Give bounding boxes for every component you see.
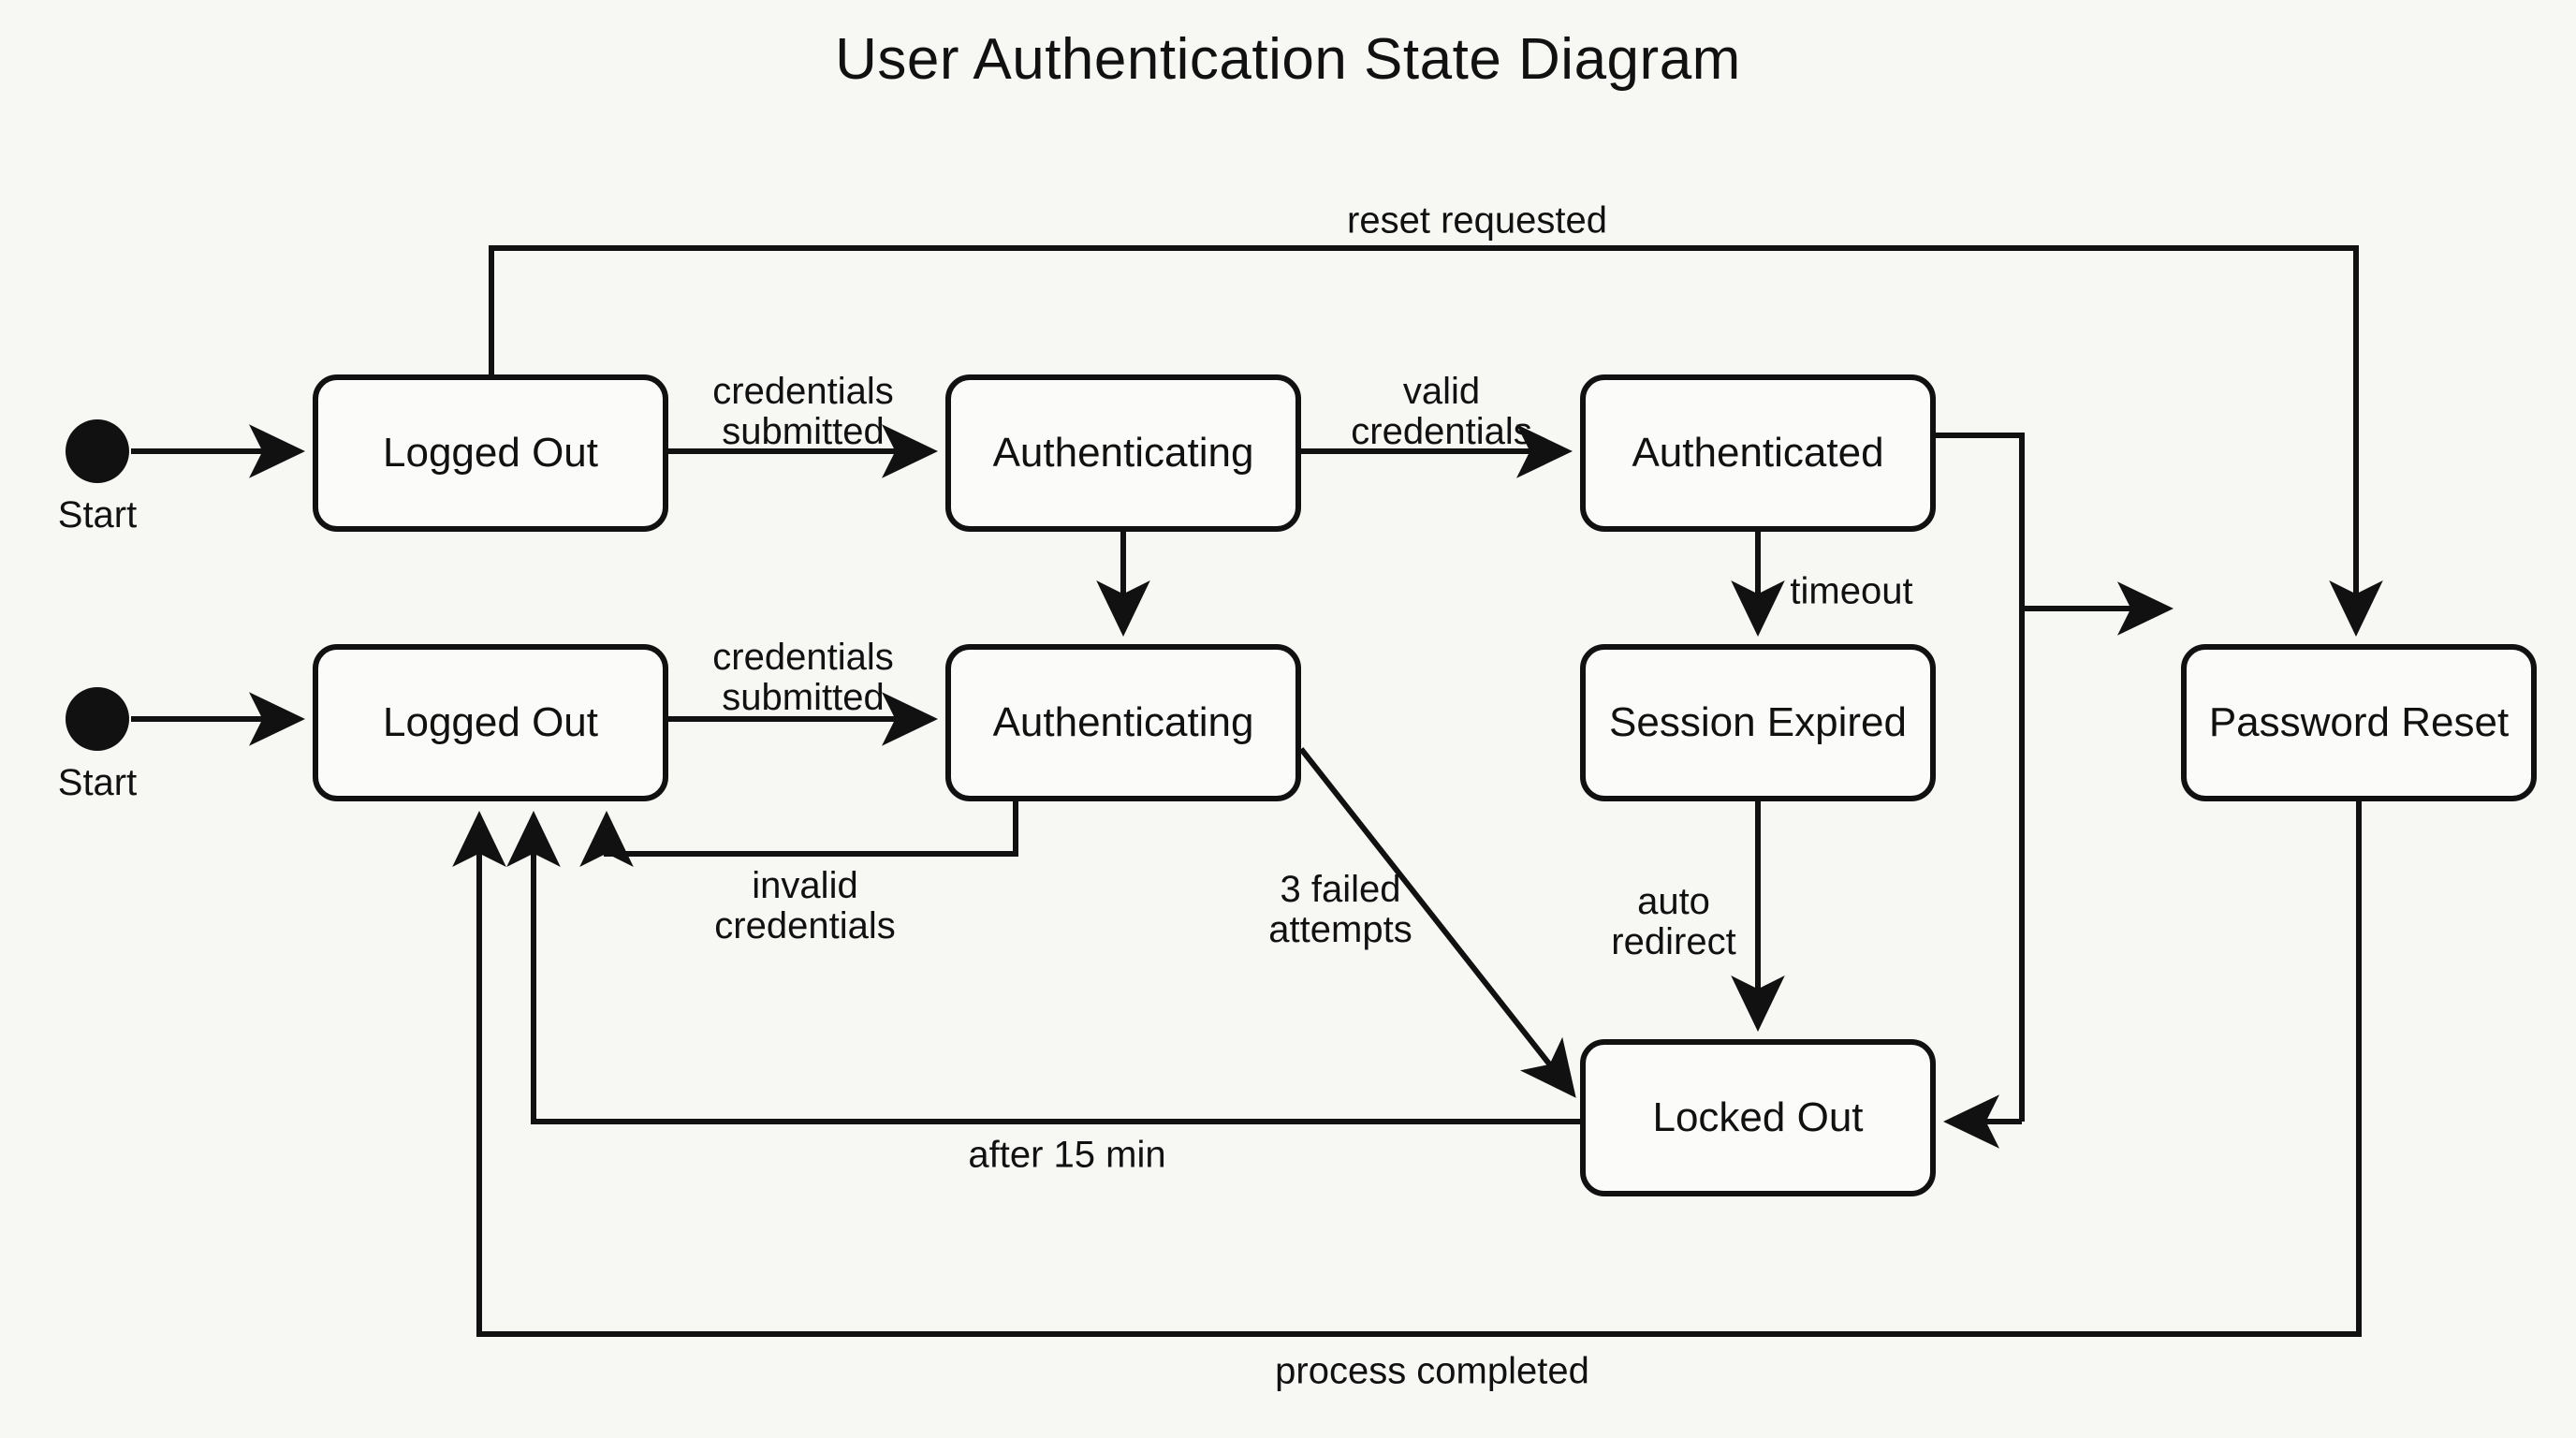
state-logged-out-1[interactable]: Logged Out <box>313 374 668 532</box>
state-authenticating-2[interactable]: Authenticating <box>945 644 1301 801</box>
edge-authenticating-2-to-logged-out-2 <box>579 801 1018 867</box>
edge-locked-out-to-logged-out-2 <box>506 811 1580 1124</box>
edge-authenticated-right-trunk <box>1936 433 2025 1122</box>
start-label-2: Start <box>57 762 138 803</box>
state-password-reset[interactable]: Password Reset <box>2181 644 2537 801</box>
edge-logged-out-1-to-password-reset <box>489 245 2383 637</box>
start-circle-2 <box>66 687 129 751</box>
state-authenticating-1[interactable]: Authenticating <box>945 374 1301 532</box>
state-authenticated[interactable]: Authenticated <box>1580 374 1936 532</box>
page-title: User Authentication State Diagram <box>835 27 1741 92</box>
state-logged-out-2[interactable]: Logged Out <box>313 644 668 801</box>
start-circle-1 <box>66 419 129 483</box>
edge-authenticating-2-to-locked-out <box>1298 747 1576 1098</box>
state-locked-out[interactable]: Locked Out <box>1580 1039 1936 1196</box>
edge-password-reset-to-logged-out-2 <box>452 801 2362 1337</box>
start-label-1: Start <box>57 494 138 536</box>
state-session-expired[interactable]: Session Expired <box>1580 644 1936 801</box>
